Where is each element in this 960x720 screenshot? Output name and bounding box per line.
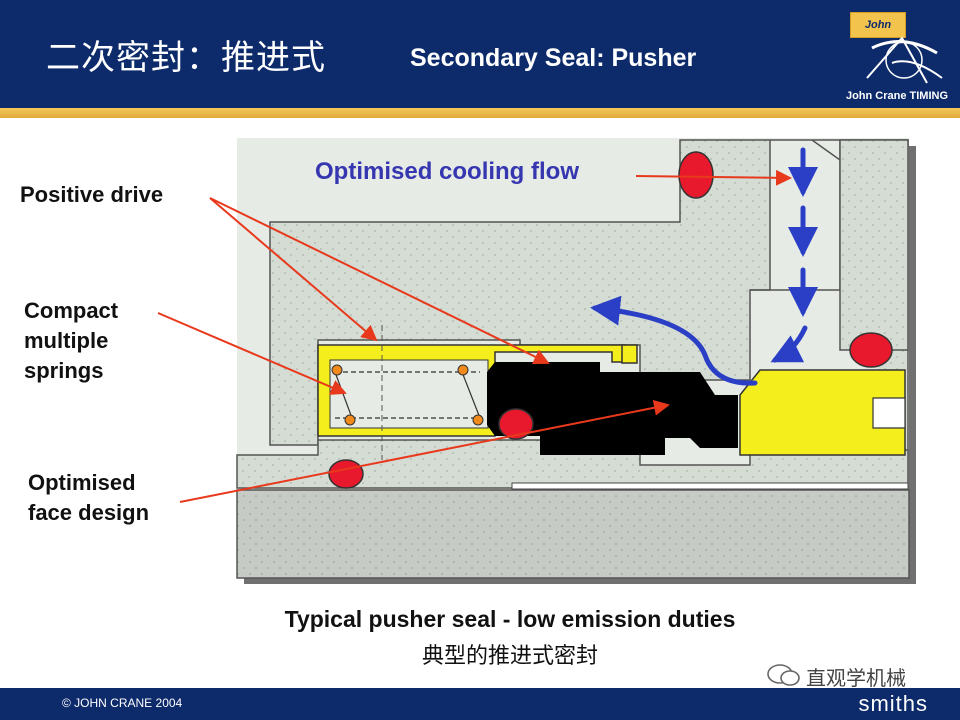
footer-copyright: © JOHN CRANE 2004 [62, 696, 183, 710]
label-compact-line2: multiple [24, 328, 109, 353]
label-face-line1: Optimised [28, 470, 136, 495]
title-chinese: 二次密封：推进式 [46, 38, 326, 78]
label-compact-line1: Compact [24, 298, 119, 323]
leader-lines [157, 169, 792, 503]
footer-brand: smiths [858, 691, 928, 716]
compression-springs [331, 364, 484, 426]
label-cooling-flow: Optimised cooling flow [315, 158, 579, 185]
label-compact-line3: springs [24, 358, 104, 383]
anti-rotation-slot [872, 397, 906, 429]
cooling-flow-arrows [590, 147, 818, 386]
wechat-icon [767, 664, 800, 686]
logo-caption: John Crane TIMING [845, 90, 949, 102]
caption-chinese: 典型的推进式密封 [421, 644, 598, 669]
watermark-text: 直观学机械 [806, 666, 906, 690]
label-face-line2: face design [28, 500, 150, 525]
label-positive-drive: Positive drive [20, 182, 164, 207]
slide-footer: © JOHN CRANE 2004 smiths [0, 688, 960, 720]
caption-english: Typical pusher seal - low emission dutie… [284, 606, 736, 632]
title-english: Secondary Seal: Pusher [410, 44, 697, 72]
housing-right [839, 139, 909, 351]
slide-header: 二次密封：推进式 Secondary Seal: Pusher John Cra… [0, 0, 960, 108]
header-stripe [0, 108, 960, 118]
retainer-lip [621, 344, 638, 364]
channel-detail [811, 139, 841, 161]
label-face-design: Optimised face design [28, 468, 149, 528]
logo-swoosh-icon [866, 36, 943, 84]
logo-badge: John Crane [850, 12, 906, 55]
watermark: 直观学机械 [766, 662, 936, 690]
label-compact-springs: Compact multiple springs [24, 296, 118, 386]
rotating-seal-face [487, 362, 738, 455]
shaft [236, 489, 910, 579]
john-crane-logo: John Crane John Crane TIMING [842, 8, 952, 104]
sleeve-groove [511, 482, 909, 490]
shaft-sleeve [236, 439, 909, 489]
